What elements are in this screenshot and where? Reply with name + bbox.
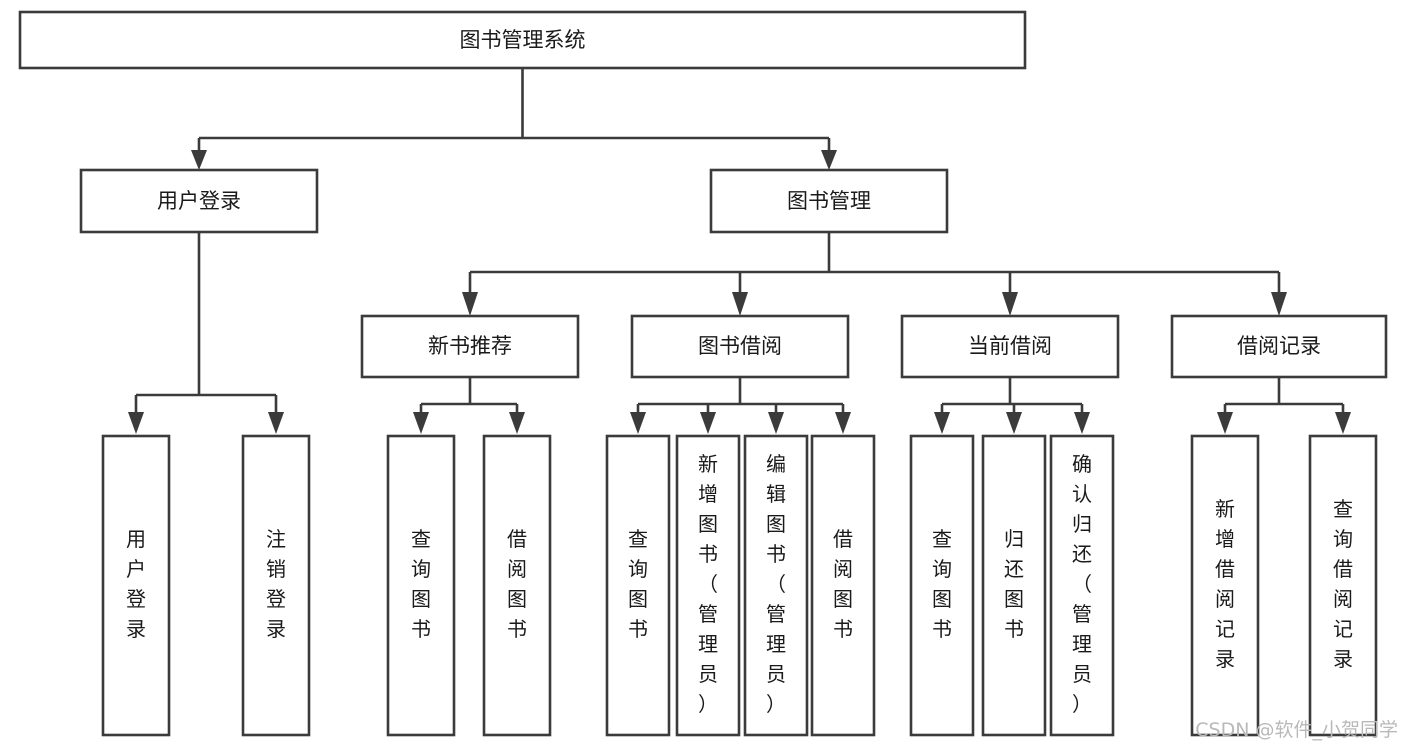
node-new-book-recommend[interactable]: 新书推荐 [360,314,580,379]
node-book-management-box[interactable] [709,168,949,234]
node-leaf-return-book-box[interactable] [981,434,1047,737]
node-current-borrow-label: 当前借阅 [968,334,1052,358]
node-leaf-query-book-2[interactable]: 查询图书 [605,434,671,737]
node-leaf-return-book[interactable]: 归还图书 [981,434,1047,737]
node-book-management[interactable]: 图书管理 [709,168,949,234]
node-borrow-record-box[interactable] [1170,314,1388,379]
node-leaf-edit-book-box[interactable] [743,434,809,737]
node-leaf-add-book-label: 新增图书（管理员） [698,452,718,716]
node-user-login-label: 用户登录 [157,189,241,213]
node-leaf-query-book-1[interactable]: 查询图书 [386,434,456,737]
node-leaf-query-book-3-label: 查询图书 [932,527,952,641]
arrow-bm-to-borrow-record [1271,292,1287,316]
arrow-br-to-add-record [1217,412,1233,434]
node-leaf-return-book-label: 归还图书 [1004,527,1024,641]
arrow-root-to-user-login [191,150,207,170]
node-leaf-add-borrow-record-label: 新增借阅记录 [1215,497,1235,671]
node-leaf-query-book-2-label: 查询图书 [628,527,648,641]
arrow-bm-to-book-borrow [732,292,748,316]
node-current-borrow[interactable]: 当前借阅 [900,314,1120,379]
arrow-bb-to-edit-book [768,412,784,434]
node-leaf-borrow-book-2[interactable]: 借阅图书 [810,434,876,737]
node-book-borrow-box[interactable] [630,314,850,379]
node-book-borrow[interactable]: 图书借阅 [630,314,850,379]
node-leaf-user-logout-label: 注销登录 [266,527,286,641]
node-new-book-recommend-box[interactable] [360,314,580,379]
node-leaf-user-login-label: 用户登录 [126,527,146,641]
node-leaf-add-borrow-record-box[interactable] [1190,434,1260,737]
arrow-root-to-book-management [821,150,837,170]
connector-borrow-record-trunk [1223,377,1345,418]
arrow-cb-to-query-book [934,412,950,434]
node-leaf-query-book-1-label: 查询图书 [411,527,431,641]
node-leaf-user-logout-box[interactable] [241,434,311,737]
node-book-borrow-label: 图书借阅 [698,334,782,358]
arrow-br-to-query-record [1335,412,1351,434]
node-book-management-label: 图书管理 [787,189,871,213]
arrow-cb-to-return-book [1006,412,1022,434]
connector-book-management-trunk [468,232,1281,292]
arrow-cb-to-confirm-return [1074,412,1090,434]
node-leaf-borrow-book-1[interactable]: 借阅图书 [482,434,552,737]
node-leaf-edit-book[interactable]: 编辑图书（管理员） [743,434,809,737]
node-leaf-add-book[interactable]: 新增图书（管理员） [675,434,741,737]
node-user-login-box[interactable] [79,168,319,234]
arrow-bm-to-new-book-recommend [462,292,478,316]
connector-root-trunk [197,68,831,158]
node-current-borrow-box[interactable] [900,314,1120,379]
arrow-bb-to-query-book [630,412,646,434]
node-leaf-user-login-box[interactable] [101,434,171,737]
arrow-nbr-to-query-book [413,412,429,434]
node-leaf-add-borrow-record[interactable]: 新增借阅记录 [1190,434,1260,737]
arrow-bb-to-add-book [700,412,716,434]
connector-user-login-trunk [134,232,278,418]
csdn-watermark: CSDN @软件_小贺同学 [1195,719,1398,741]
arrow-user-login-to-leaf-user-login [128,412,144,434]
connector-book-borrow-trunk [636,377,845,418]
node-root-label: 图书管理系统 [460,28,586,52]
connector-new-book-recommend-trunk [419,377,519,418]
node-leaf-edit-book-label: 编辑图书（管理员） [766,452,786,716]
arrow-bm-to-current-borrow [1002,292,1018,316]
node-leaf-user-logout[interactable]: 注销登录 [241,434,311,737]
node-leaf-confirm-return-label: 确认归还（管理员） [1072,452,1092,716]
node-leaf-query-book-3[interactable]: 查询图书 [909,434,975,737]
node-leaf-user-login[interactable]: 用户登录 [101,434,171,737]
node-leaf-query-book-1-box[interactable] [386,434,456,737]
node-borrow-record[interactable]: 借阅记录 [1170,314,1388,379]
node-leaf-borrow-book-1-label: 借阅图书 [507,527,527,641]
arrow-nbr-to-borrow-book [509,412,525,434]
node-leaf-borrow-book-2-label: 借阅图书 [833,527,853,641]
node-root[interactable]: 图书管理系统 [18,10,1027,70]
node-leaf-query-borrow-record-label: 查询借阅记录 [1333,497,1353,671]
arrow-bb-to-borrow-book [835,412,851,434]
connector-layer [128,68,1351,434]
node-leaf-query-borrow-record[interactable]: 查询借阅记录 [1308,434,1378,737]
node-leaf-query-borrow-record-box[interactable] [1308,434,1378,737]
node-leaf-confirm-return[interactable]: 确认归还（管理员） [1049,434,1115,737]
node-user-login[interactable]: 用户登录 [79,168,319,234]
node-leaf-confirm-return-box[interactable] [1049,434,1115,737]
node-leaf-borrow-book-1-box[interactable] [482,434,552,737]
node-root-box[interactable] [18,10,1027,70]
connector-current-borrow-trunk [940,377,1084,418]
node-leaf-query-book-3-box[interactable] [909,434,975,737]
node-borrow-record-label: 借阅记录 [1237,334,1321,358]
node-leaf-borrow-book-2-box[interactable] [810,434,876,737]
node-leaf-query-book-2-box[interactable] [605,434,671,737]
node-new-book-recommend-label: 新书推荐 [428,334,512,358]
node-leaf-add-book-box[interactable] [675,434,741,737]
arrow-user-login-to-leaf-user-logout [268,412,284,434]
